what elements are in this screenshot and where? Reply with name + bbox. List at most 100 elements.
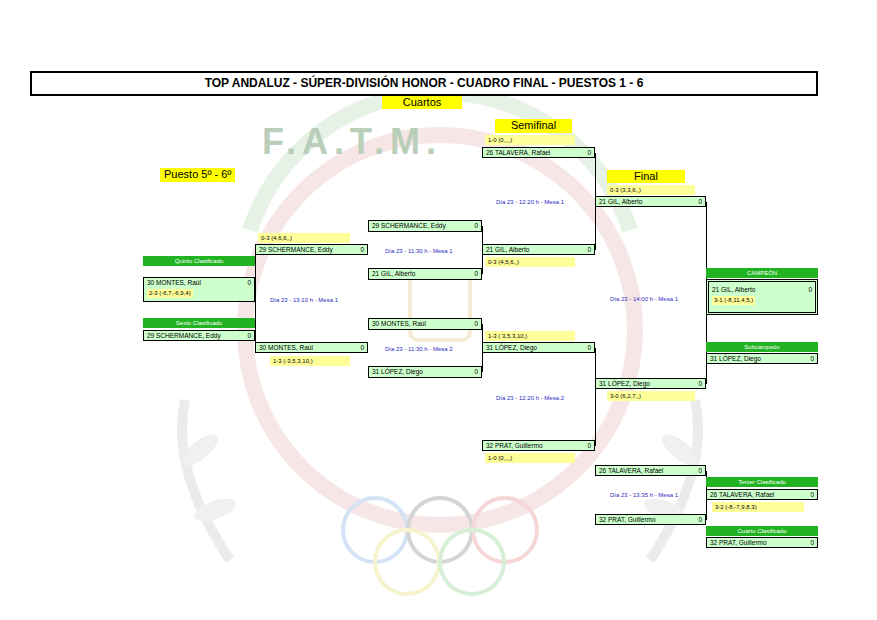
player-name: 21 GIL, Alberto [712,285,755,294]
round-text: Puesto 5º - 6º [164,168,231,180]
score: 0 [360,343,364,352]
result-strip: 1-0 (0,,,,) [485,453,575,463]
placement-header: Subcampeón [706,342,818,352]
score: 0 [474,221,478,230]
score: 0 [698,515,702,524]
title-text: TOP ANDALUZ - SÚPER-DIVISIÓN HONOR - CUA… [205,76,644,90]
result-text: 1-0 (0,,,,) [488,137,512,143]
score: 0 [247,331,251,340]
player-row: 30 MONTES, Raúl0 [259,343,364,352]
score: 0 [474,319,478,328]
player-row: 29 SCHERMANCE, Eddy 0 [372,221,478,230]
bracket-connector [595,202,596,250]
player-name: 30 MONTES, Raúl [147,278,201,287]
score: 0 [587,245,591,254]
player-row: 29 SCHERMANCE, Eddy 0 [259,245,364,254]
player-box: 31 LÓPEZ, Diego0 [368,366,482,378]
player-row: 26 TALAVERA, Rafael 0 [486,148,591,157]
round-label: Cuartos [382,96,462,109]
round-label: Puesto 5º - 6º [160,168,235,182]
player-name: 29 SCHERMANCE, Eddy [147,331,221,340]
score: 0 [810,538,814,547]
player-box: 30 MONTES, Raúl0 [255,342,368,353]
score: 0 [810,490,814,499]
player-row: 32 PRAT, Guillermo 0 [599,515,702,524]
player-name: 31 LÓPEZ, Diego [372,367,423,376]
player-box: 32 PRAT, Guillermo0 [482,440,595,451]
player-name: 29 SCHERMANCE, Eddy [259,245,333,254]
round-label: Semifinal [495,119,572,133]
placement-text: Tercer Clasificado [738,479,786,485]
result-text: 1-3 (-3,5,3,10,) [273,358,313,364]
score: 0 [698,466,702,475]
placement-text: CAMPEÓN [747,270,777,276]
score: 0 [810,354,814,363]
round-text: Cuartos [403,96,442,108]
score: 0 [587,343,591,352]
placement-text: Sexto Clasificado [176,320,222,326]
bracket-connector [595,384,596,446]
player-name: 32 PRAT, Guillermo [486,441,543,450]
player-name: 31 LÓPEZ, Diego [710,354,761,363]
player-row: 30 MONTES, Raúl 0 [372,319,478,328]
player-box: 29 SCHERMANCE, Eddy 0 [368,220,482,232]
player-name: 29 SCHERMANCE, Eddy [372,221,446,230]
score: 0 [247,278,251,287]
player-row: 21 GIL, Alberto0 [372,269,478,278]
player-row: 31 LÓPEZ, Diego 0 [710,354,814,363]
player-row: 26 TALAVERA, Rafael 0 [599,466,702,475]
player-name: 26 TALAVERA, Rafael [599,466,663,475]
result-strip: 0-3 (4,6,6,,) [258,233,350,243]
player-row: 31 LÓPEZ, Diego 0 [486,343,591,352]
player-box: 21 GIL, Alberto 0 [482,244,595,255]
result-strip: 3-2 (-8,-7,9,8,3) [712,502,804,512]
result-strip: 3-0 (6,2,7,,) [607,391,695,401]
player-row: 31 LÓPEZ, Diego0 [599,379,702,388]
placement-header: Tercer Clasificado [706,477,818,487]
player-box: 21 GIL, Alberto0 [368,268,482,280]
player-row: 32 PRAT, Guillermo0 [486,441,591,450]
player-row: 32 PRAT, Guillermo0 [710,538,814,547]
player-name: 32 PRAT, Guillermo [599,515,656,524]
bracket-connector [595,153,596,202]
round-label: Final [607,170,685,183]
title-box: TOP ANDALUZ - SÚPER-DIVISIÓN HONOR - CUA… [30,71,818,96]
score: 0 [474,269,478,278]
player-row: 30 MONTES, Raúl 0 [147,278,251,287]
score: 0 [587,148,591,157]
player-name: 26 TALAVERA, Rafael [710,490,774,499]
player-row: 21 GIL, Alberto0 [712,285,812,294]
match-schedule: Día 23 - 13:10 h - Mesa 1 [270,296,338,304]
score: 0 [360,245,364,254]
match-schedule: Día 23 - 12:20 h - Mesa 2 [496,394,564,402]
player-box: 32 PRAT, Guillermo0 [706,537,818,548]
player-row: 21 GIL, Alberto0 [599,197,702,206]
player-box: 29 SCHERMANCE, Eddy 0 [143,330,255,341]
player-name: 31 LÓPEZ, Diego [486,343,537,352]
result-text: 0-3 (3,3,6,,) [610,187,641,193]
placement-header: CAMPEÓN [706,268,818,278]
player-name: 30 MONTES, Raúl [372,319,426,328]
player-row: 31 LÓPEZ, Diego0 [372,367,478,376]
placement-header: Sexto Clasificado [143,318,255,328]
player-name: 26 TALAVERA, Rafael [486,148,550,157]
player-box: 29 SCHERMANCE, Eddy 0 [255,244,368,255]
result-text: 0-3 (4,5,6,,) [488,259,519,265]
player-box: 31 LÓPEZ, Diego0 [595,378,706,389]
placement-header: Quinto Clasificado [143,256,255,266]
match-schedule: Día 23 - 11:30 h - Mesa 1 [385,247,453,255]
player-box: 30 MONTES, Raúl 0 2-3 (-6,7,-6,9,4) [143,277,255,302]
player-name: 21 GIL, Alberto [486,245,529,254]
player-box: 21 GIL, Alberto0 [595,196,706,207]
result-text: 0-3 (4,6,6,,) [261,235,292,241]
result-text: 3-2 (-8,-7,9,8,3) [715,504,757,510]
round-text: Final [634,170,658,182]
score: 0 [698,379,702,388]
result-strip: 0-3 (4,5,6,,) [485,257,575,267]
match-result: 2-3 (-6,7,-6,9,4) [147,289,193,298]
placement-text: Quinto Clasificado [175,258,224,264]
champion-box: 21 GIL, Alberto03-1 (-8,11,4,5,) [706,279,818,315]
result-text: 1-0 (0,,,,) [488,455,512,461]
player-row: 21 GIL, Alberto 0 [486,245,591,254]
